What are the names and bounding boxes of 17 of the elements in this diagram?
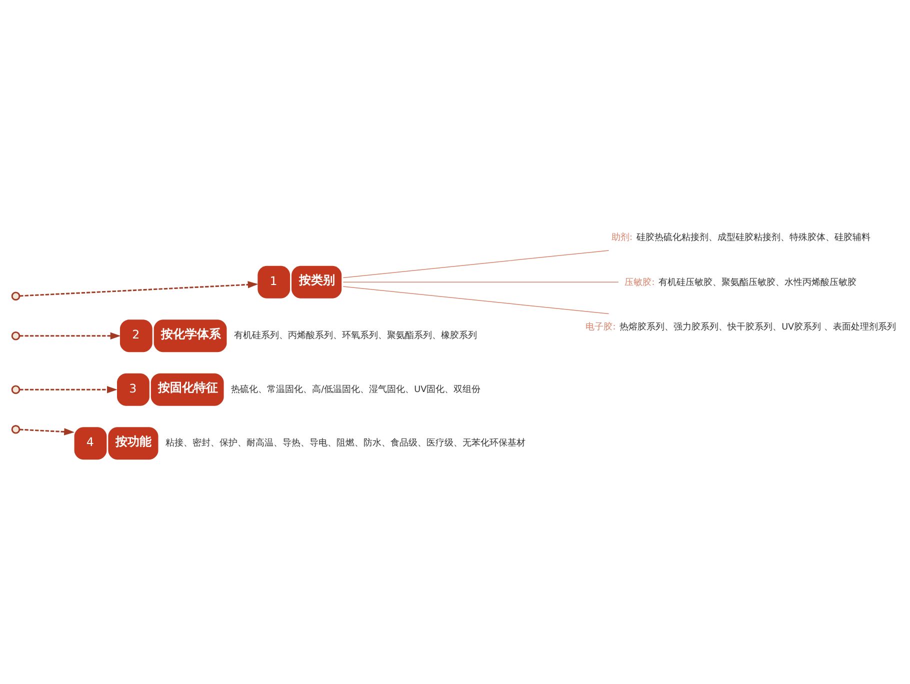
node-circle (11, 330, 20, 340)
connector (342, 250, 610, 278)
node-text: 电子胶: 热熔胶系列、强力胶系列、快干胶系列、UV胶系列 、表面处理剂系列 (586, 322, 896, 332)
arrow (20, 280, 258, 296)
arrow (20, 386, 118, 393)
connector (342, 281, 619, 282)
node-text: 压敏胶: 有机硅压敏胶、聚氨酯压敏胶、水性丙烯酸压敏胶 (624, 277, 857, 288)
arrow (20, 428, 74, 435)
node-circle (11, 384, 20, 394)
arrow (20, 332, 121, 339)
node-circle (11, 291, 20, 300)
node-label: 热硫化、常温固化、高/低温固化、湿气固化、UV固化、双组份 (231, 384, 481, 394)
node-label: 粘接、密封、保护、耐高温、导热、导电、阻燃、防水、食品级、医疗级、无苯化环保基材 (166, 438, 526, 448)
node-label: 有机硅系列、丙烯酸系列、环氧系列、聚氨酯系列、橡胶系列 (234, 330, 478, 341)
node-text: 助剂: 硅胶热硫化粘接剂、成型硅胶粘接剂、特殊胶体、硅胶辅料 (611, 232, 871, 242)
connector (342, 286, 610, 314)
node-circle (11, 424, 20, 434)
